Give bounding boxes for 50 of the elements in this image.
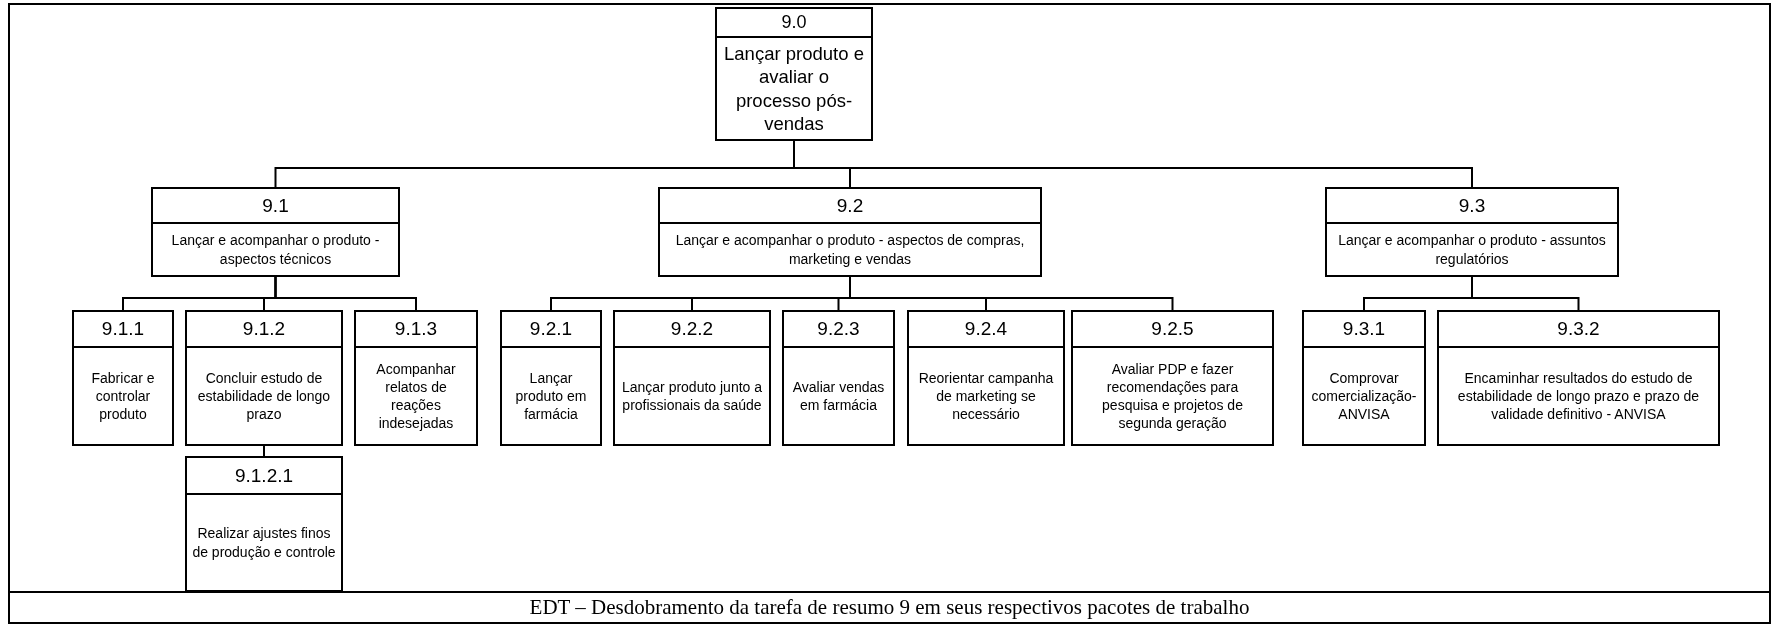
task-label: Comprovar comercialização-ANVISA [1310,368,1418,425]
wbs-box [782,310,895,446]
task-label: Lançar produto e avaliar o processo pós-vendas [723,42,865,136]
wbs-box [1437,310,1720,446]
wbs-code: 9.2.4 [909,312,1063,348]
wbs-code: 9.2.2 [615,312,769,348]
task-label: Fabricar e controlar produto [90,368,156,425]
task-label: Avaliar PDP e fazer recomendações para pesquisa e projetos de segunda geração [1101,359,1244,434]
wbs-box [1302,310,1426,446]
caption: EDT – Desdobramento da tarefa de resumo 9 em seus respectivos pacotes de trabalho [10,591,1769,622]
task-label: Lançar e acompanhar o produto - aspectos de compras, marketing e vendas [674,231,1026,269]
wbs-code: 9.1.2 [187,312,341,348]
task-label: Avaliar vendas em farmácia [791,377,886,415]
wbs-box [185,310,343,446]
wbs-code: 9.2.1 [502,312,600,348]
wbs-code: 9.2 [660,189,1040,224]
wbs-box [715,7,873,141]
wbs-code: 9.2.5 [1073,312,1272,348]
connector-line [263,445,265,457]
wbs-box [151,187,400,277]
wbs-box [1325,187,1619,277]
wbs-box [185,456,343,592]
connector-line [274,276,417,311]
task-label: Lançar produto em farmácia [514,368,588,425]
wbs-code: 9.2.3 [784,312,893,348]
wbs-box [354,310,478,446]
wbs-box [72,310,174,446]
connector-line [849,276,1174,311]
wbs-code: 9.1.2.1 [187,458,341,495]
wbs-code: 9.1.3 [356,312,476,348]
wbs-code: 9.3.2 [1439,312,1718,348]
task-label: Reorientar campanha de marketing se necessário [917,368,1055,425]
wbs-code: 9.1.1 [74,312,172,348]
task-label: Realizar ajustes finos de produção e controle [191,524,337,562]
task-label: Encaminhar resultados do estudo de estabilidade de longo prazo e prazo de validade definitivo - ANVISA [1456,368,1701,425]
connector-line [1471,276,1580,311]
wbs-box [500,310,602,446]
wbs-code: 9.3 [1327,189,1617,224]
wbs-box [907,310,1065,446]
wbs-box [1071,310,1274,446]
wbs-code: 9.3.1 [1304,312,1424,348]
task-label: Concluir estudo de estabilidade de longo prazo [196,368,332,425]
task-label: Acompanhar relatos de reações indesejadas [375,359,457,434]
task-label: Lançar produto junto a profissionais da saúde [620,377,764,415]
task-label: Lançar e acompanhar o produto - aspectos técnicos [170,231,381,269]
wbs-code: 9.0 [717,9,871,38]
wbs-box [613,310,771,446]
wbs-box [658,187,1042,277]
task-label: Lançar e acompanhar o produto - assuntos regulatórios [1337,231,1607,269]
wbs-code: 9.1 [153,189,398,224]
